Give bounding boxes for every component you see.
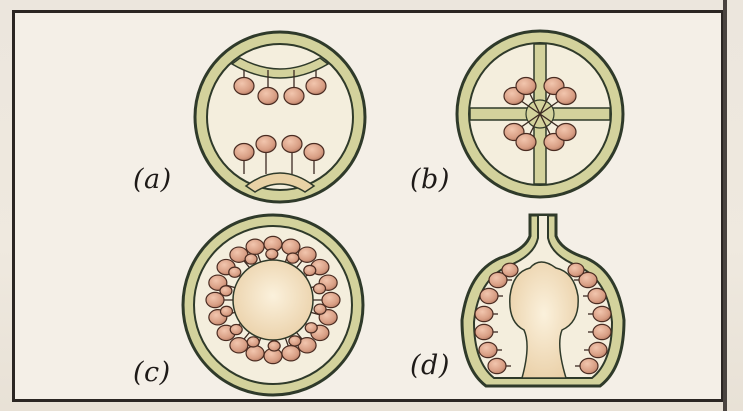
ovule (220, 306, 232, 316)
ovule (229, 267, 241, 277)
ovule (568, 263, 584, 277)
diagram-d (462, 215, 624, 386)
ovule (314, 304, 326, 314)
ovule (220, 286, 232, 296)
panel-label-d: (d) (410, 350, 450, 381)
ovule (305, 323, 317, 333)
ovule (304, 265, 316, 275)
panel-label-a: (a) (133, 164, 172, 195)
ovule (245, 254, 257, 264)
panel-label-c: (c) (133, 357, 171, 388)
ovule (502, 263, 518, 277)
ovule (266, 249, 278, 259)
ovule (230, 324, 242, 334)
diagram-a (195, 32, 365, 202)
ovule (287, 253, 299, 263)
diagram-b (457, 31, 623, 197)
diagram-c (183, 215, 363, 395)
ovule (314, 284, 326, 294)
ovule (247, 337, 259, 347)
ovule (268, 341, 280, 351)
panel-label-b: (b) (410, 164, 450, 195)
ovule (289, 336, 301, 346)
